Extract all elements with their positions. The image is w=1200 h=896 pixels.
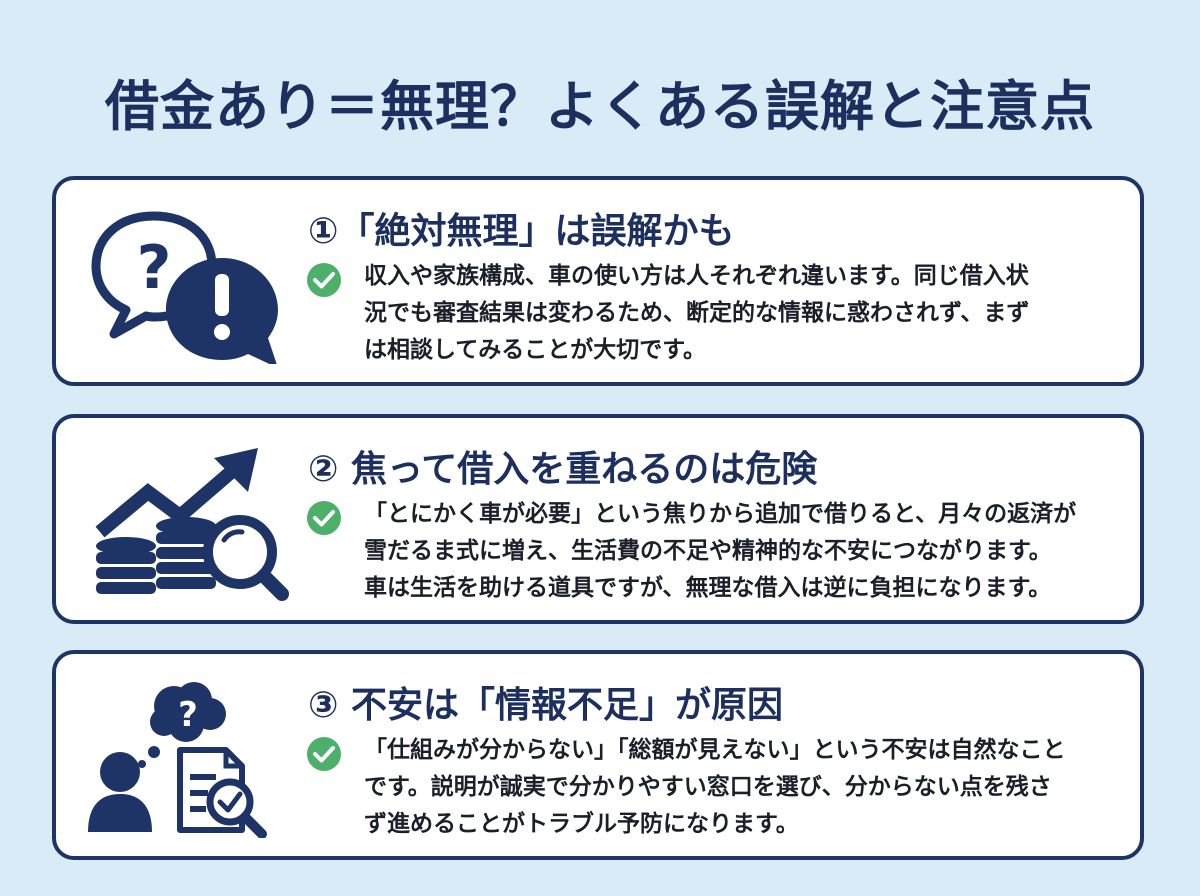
card-body-line: 「仕組みが分からない」「総額が見えない」という不安は自然なこと bbox=[364, 737, 1066, 763]
card-lack-of-information: ? ③ 不安は「情報不足」が原因 「仕組みが分からない」「総額が見えない」という… bbox=[52, 650, 1144, 860]
question-exclamation-speech-bubbles-icon: ? bbox=[91, 211, 278, 364]
card-heading: ③ 不安は「情報不足」が原因 bbox=[308, 685, 784, 726]
card-body-line: 車は生活を助ける道具ですが、無理な借入は逆に負担になります。 bbox=[364, 575, 1052, 601]
card-body-line: 「とにかく車が必要」という焦りから追加で借りると、月々の返済が bbox=[364, 501, 1077, 527]
card-body-text: 「とにかく車が必要」という焦りから追加で借りると、月々の返済が 雪だるま式に増え… bbox=[364, 496, 1124, 607]
card-body-line: ず進めることがトラブル予防になります。 bbox=[364, 811, 799, 837]
card-body-line: 収入や家族構成、車の使い方は人それぞれ違います。同じ借入状 bbox=[364, 263, 1029, 289]
card-body-line: 雪だるま式に増え、生活費の不足や精神的な不安につながります。 bbox=[364, 538, 1052, 564]
card-body-line: 況でも審査結果は変わるため、断定的な情報に惑わされず、まず bbox=[364, 300, 1030, 326]
card-borrowing-danger: ② 焦って借入を重ねるのは危険 「とにかく車が必要」という焦りから追加で借りると… bbox=[52, 414, 1144, 624]
card-heading: ①「絶対無理」は誤解かも bbox=[308, 211, 735, 252]
page-title: 借金あり＝無理？よくある誤解と注意点 bbox=[105, 75, 1095, 138]
card-body-text: 収入や家族構成、車の使い方は人それぞれ違います。同じ借入状 況でも審査結果は変わ… bbox=[364, 258, 1124, 369]
card-body-text: 「仕組みが分からない」「総額が見えない」という不安は自然なこと です。説明が誠実… bbox=[364, 732, 1124, 843]
card-heading: ② 焦って借入を重ねるのは危険 bbox=[308, 449, 818, 490]
check-circle-icon bbox=[307, 737, 341, 771]
rising-arrow-coins-magnifier-icon bbox=[95, 448, 289, 601]
svg-text:?: ? bbox=[137, 233, 172, 303]
check-circle-icon bbox=[307, 263, 341, 297]
card-body-line: です。説明が誠実で分かりやすい窓口を選び、分からない点を残さ bbox=[364, 774, 1052, 800]
card-misconception: ? ①「絶対無理」は誤解かも 収入や家族構成、車の使い方は人それぞれ違います。同… bbox=[52, 176, 1144, 386]
card-body-line: は相談してみることが大切です。 bbox=[364, 337, 707, 363]
svg-text:?: ? bbox=[178, 695, 198, 735]
person-question-document-check-icon: ? bbox=[88, 682, 267, 838]
check-circle-icon bbox=[307, 501, 341, 535]
